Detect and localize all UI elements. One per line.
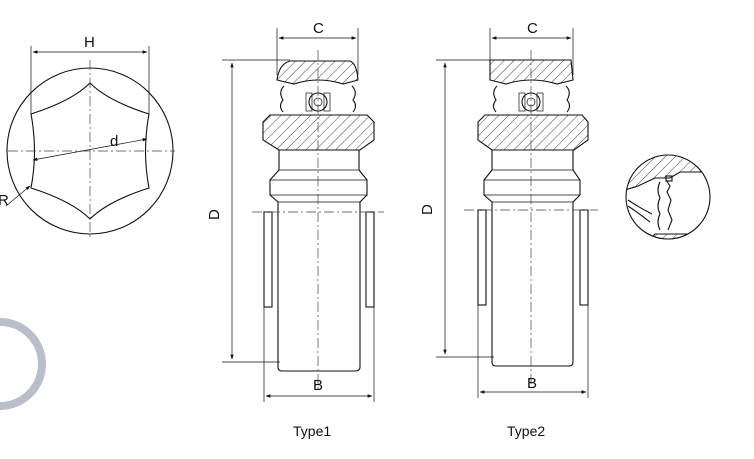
d-label: d (110, 133, 118, 150)
detail-seal-inner (657, 181, 661, 231)
r-label: R (0, 192, 9, 209)
type2-section-view: C D B Type2 (419, 20, 598, 439)
type1-caption: Type1 (293, 423, 331, 439)
type1-collar-top (276, 60, 359, 85)
type1-d-label: D (206, 209, 223, 220)
type1-seal-left (279, 85, 285, 113)
type1-inner-ring-section (262, 114, 375, 151)
type1-c-label: C (313, 20, 324, 37)
type2-c-label: C (527, 20, 538, 37)
type1-seal-right (351, 85, 357, 113)
detail-inner-ring-hatch (649, 233, 710, 239)
type1-cage-left (305, 92, 313, 112)
type2-flange-left (477, 209, 487, 306)
type2-seal-left (492, 85, 498, 113)
type2-collar-top (489, 59, 574, 85)
edge-arc-decoration (0, 318, 46, 410)
type1-flange-left (263, 211, 273, 308)
hex-bore-front-view: H d R (0, 34, 175, 240)
type2-seal-right (565, 85, 571, 113)
type2-caption: Type2 (507, 423, 545, 439)
type2-flange-right (579, 209, 589, 306)
type2-outer-body (483, 150, 581, 367)
type2-inner-ring-section (477, 114, 589, 151)
d-dimension-line (32, 138, 148, 161)
detail-groove-curve-2 (627, 205, 651, 223)
detail-seal-lip (665, 179, 673, 231)
r-leader-line (5, 185, 31, 207)
type1-b-label: B (313, 377, 323, 394)
h-label: H (84, 34, 95, 51)
type1-section-view: C D B Type1 (206, 20, 384, 439)
type1-outer-body (269, 150, 368, 372)
seal-detail-view (625, 154, 711, 240)
type2-b-label: B (527, 375, 537, 392)
detail-groove-curve (627, 199, 653, 215)
type2-cage-left (518, 92, 526, 112)
type2-cage-right (536, 92, 544, 112)
type1-cage-right (323, 92, 331, 112)
type2-d-label: D (419, 204, 436, 215)
type1-flange-right (365, 211, 375, 308)
detail-seal-clip (665, 175, 673, 182)
